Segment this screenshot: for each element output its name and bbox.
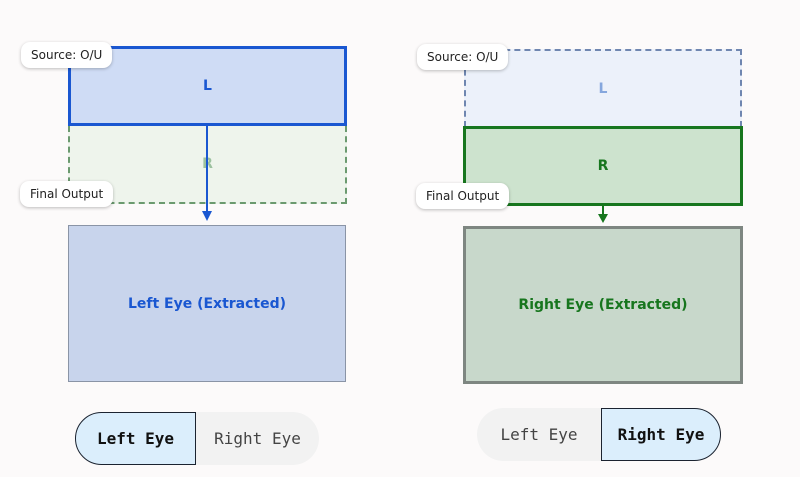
right-source-bottom-label: R — [597, 158, 609, 174]
toggle-right-eye-option[interactable]: Right Eye — [214, 429, 301, 448]
right-final-output-box: Right Eye (Extracted) — [463, 226, 743, 384]
left-final-output-label: Left Eye (Extracted) — [127, 295, 287, 312]
toggle-right-eye-option[interactable]: Right Eye — [601, 408, 721, 461]
right-final-output-label: Right Eye (Extracted) — [518, 297, 688, 313]
left-final-output-box: Left Eye (Extracted) — [68, 225, 346, 382]
left-eye-toggle[interactable]: Left Eye Right Eye — [75, 412, 319, 465]
right-extract-arrow-icon — [598, 205, 608, 223]
right-source-bottom-half: R — [463, 126, 743, 206]
right-source-top-label: L — [598, 81, 608, 97]
right-eye-toggle[interactable]: Left Eye Right Eye — [477, 408, 721, 461]
right-source-tag: Source: O/U — [417, 44, 509, 70]
left-output-tag: Final Output — [20, 181, 114, 207]
right-source-top-half: L — [464, 49, 742, 127]
left-source-top-label: L — [203, 78, 212, 94]
toggle-left-eye-option[interactable]: Left Eye — [75, 412, 196, 465]
right-output-tag: Final Output — [416, 183, 510, 209]
left-source-tag: Source: O/U — [21, 42, 113, 68]
toggle-left-eye-option[interactable]: Left Eye — [500, 425, 578, 444]
left-extract-arrow-icon — [202, 124, 212, 221]
